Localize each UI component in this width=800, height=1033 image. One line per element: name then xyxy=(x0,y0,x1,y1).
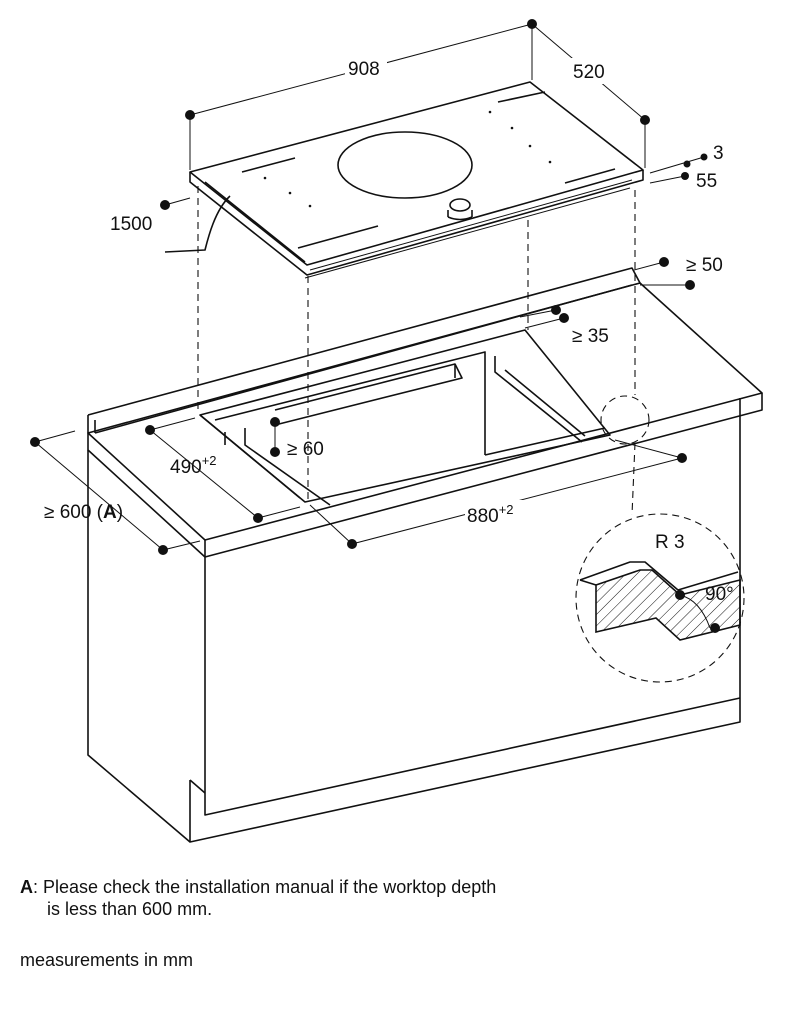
label-installation-height: 55 xyxy=(696,171,717,192)
edge-detail xyxy=(575,513,745,683)
power-cable xyxy=(164,195,231,253)
footnote: A: Please check the installation manual … xyxy=(20,876,620,920)
footnote-line2: is less than 600 mm. xyxy=(47,899,213,919)
label-worktop-depth: ≥ 600 (A) xyxy=(44,502,123,523)
dimension-lines xyxy=(30,19,708,555)
label-rear-clearance: ≥ 50 xyxy=(686,255,723,276)
cabinet xyxy=(87,267,763,843)
label-cutout-width: 880+2 xyxy=(467,502,514,527)
projection-lines xyxy=(197,186,636,500)
label-glass-thickness: 3 xyxy=(713,143,724,164)
label-angle: 90° xyxy=(705,584,734,605)
hob xyxy=(164,81,644,279)
label-cable-length: 1500 xyxy=(110,214,152,235)
label-rear-edge: ≥ 35 xyxy=(572,326,609,347)
units-note: measurements in mm xyxy=(20,950,194,970)
label-radius: R 3 xyxy=(655,532,685,553)
label-hob-width: 908 xyxy=(348,59,380,80)
control-knob xyxy=(449,198,471,212)
footnote-line1: : Please check the installation manual i… xyxy=(33,877,497,897)
induction-zone xyxy=(337,131,473,199)
label-cutout-depth: 490+2 xyxy=(170,453,217,478)
label-hob-depth: 520 xyxy=(573,62,605,83)
installation-diagram: 908 520 3 55 1500 ≥ 50 ≥ 35 ≥ 60 490+2 8… xyxy=(30,19,763,843)
label-side-clearance: ≥ 60 xyxy=(287,439,324,460)
footnote-key: A xyxy=(20,877,33,897)
